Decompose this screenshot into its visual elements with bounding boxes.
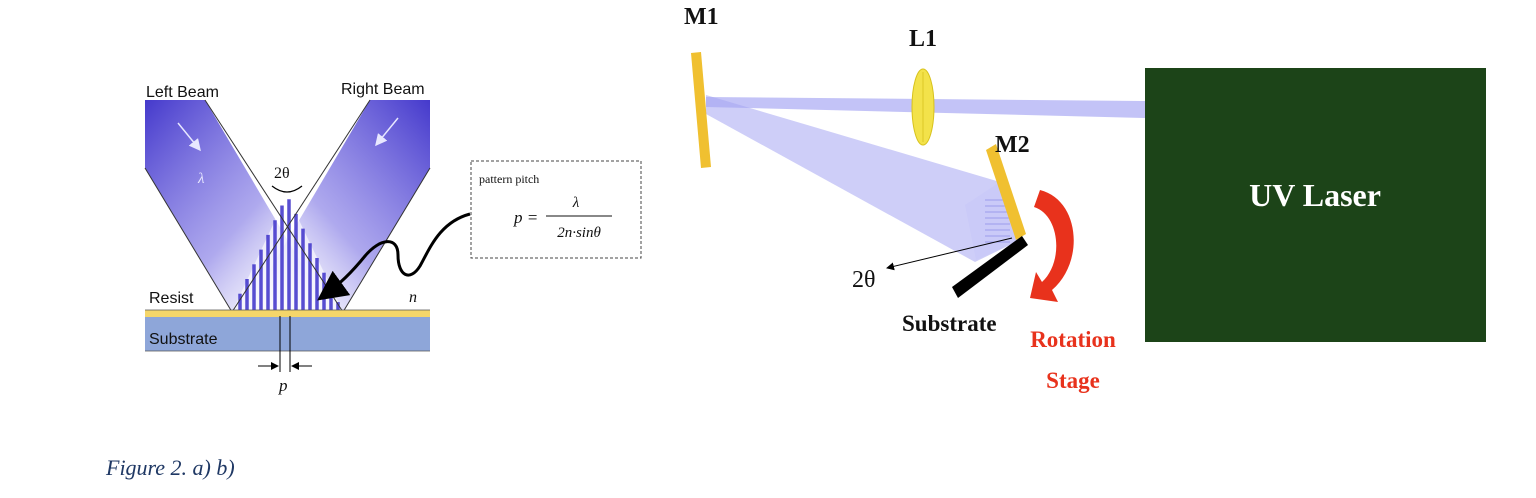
rotation-label: Rotation [1030,327,1116,352]
m1-label: M1 [684,4,719,30]
uv-laser-label: UV Laser [1249,177,1381,213]
right-beam-label: Right Beam [341,81,425,98]
resist-layer [145,310,430,317]
mirror-m1 [691,52,711,168]
callout-title: pattern pitch [479,172,539,186]
index-label: n [409,289,417,306]
figure-caption: Figure 2. a) b) [106,455,235,480]
substrate-label-a: Substrate [149,331,218,348]
m2-label: M2 [995,132,1030,158]
pattern-pitch-callout [470,160,642,259]
diverging-beam [706,95,1020,262]
resist-label: Resist [149,290,194,307]
lambda-label: λ [197,171,205,187]
right-wave-arrow [375,117,399,147]
rotation-arrow [1030,190,1074,302]
formula-numerator: λ [572,195,580,211]
substrate-bar [952,236,1028,298]
substrate-layer [145,317,430,351]
mirror-m2 [986,144,1026,240]
formula-lhs: p = [513,208,538,227]
left-beam-label: Left Beam [146,84,219,101]
formula-denominator: 2n·sinθ [557,225,601,241]
interference-fringes [238,199,340,310]
stage-label: Stage [1046,368,1100,393]
angle-label: 2θ [274,165,290,182]
l1-label: L1 [909,26,937,52]
panel-b-setup-diagram: M1 L1 M2 2θ Substrate Rotation Stage UV … [684,4,1486,393]
angle-label-b: 2θ [852,267,876,293]
pitch-label: p [278,376,288,395]
substrate-label-b: Substrate [902,311,997,336]
left-wave-arrow [177,122,201,152]
panel-a-interference-diagram: Left Beam Right Beam λ 2θ Resist Substra… [144,81,642,395]
angle-pointer [886,237,1013,271]
uv-laser-box [1145,68,1486,342]
pitch-marker [258,316,312,372]
angle-arc [271,185,303,193]
callout-pointer [317,212,471,301]
